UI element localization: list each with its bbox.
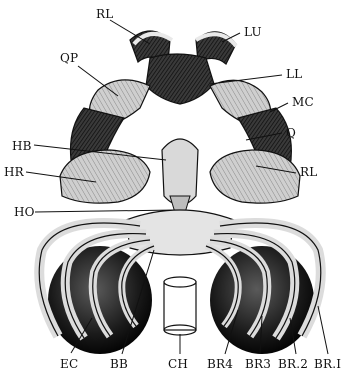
label-br1: BR.I	[314, 358, 341, 370]
basihyal	[162, 139, 198, 205]
label-qp: QP	[60, 52, 78, 64]
label-bb: BB	[110, 358, 128, 370]
label-mc: MC	[292, 96, 314, 108]
label-br4: BR4	[207, 358, 233, 370]
label-q: Q	[286, 127, 296, 139]
right-hyoid-arch	[210, 150, 300, 203]
chorda-top	[164, 277, 196, 287]
chorda-cylinder	[164, 282, 196, 330]
label-br2: BR.2	[278, 358, 308, 370]
label-ec: EC	[60, 358, 78, 370]
label-ho: HO	[14, 206, 35, 218]
label-rl-top: RL	[96, 8, 113, 20]
label-hr: HR	[4, 166, 24, 178]
label-ch: CH	[168, 358, 188, 370]
label-lu: LU	[244, 26, 262, 38]
label-br3: BR3	[245, 358, 271, 370]
label-hb: HB	[12, 140, 32, 152]
central-upper-block	[146, 54, 214, 104]
label-ll: LL	[286, 68, 302, 80]
label-rl-right: RL	[300, 166, 317, 178]
